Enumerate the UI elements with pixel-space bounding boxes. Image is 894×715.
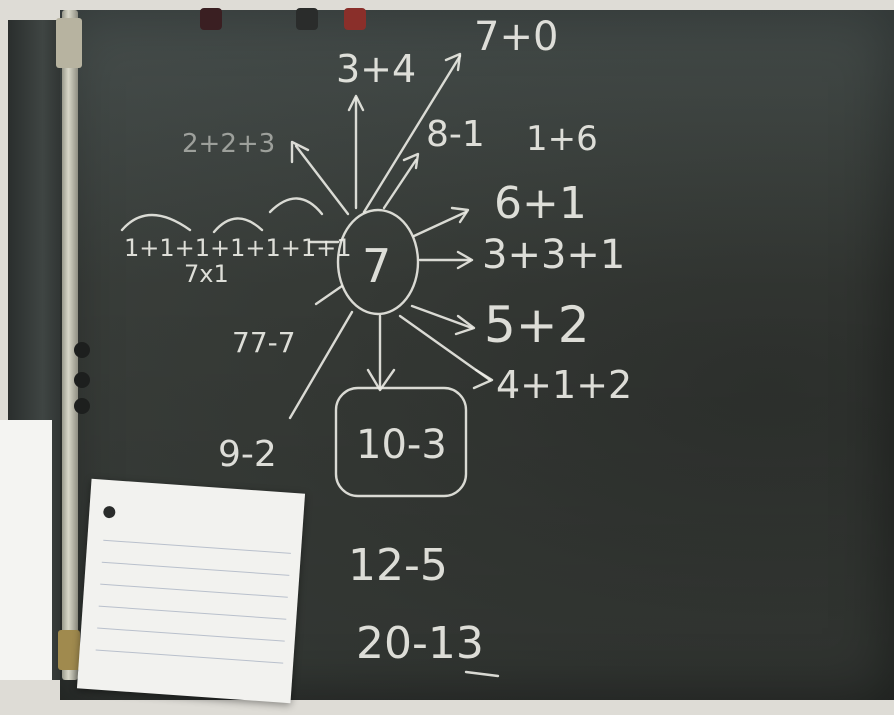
expr-2-plus-2-plus-3: 2+2+3 [182, 129, 275, 159]
expr-5-plus-2: 5+2 [484, 296, 590, 354]
hop-arc [268, 197, 324, 216]
expr-8-minus-1: 8-1 [426, 114, 485, 155]
arrow-head [472, 368, 494, 390]
expr-3-plus-3-plus-1: 3+3+1 [482, 232, 625, 278]
expr-77-minus-7: 77-7 [232, 326, 296, 359]
ray-right-3 [410, 304, 474, 330]
sun-circle [336, 208, 420, 316]
expr-9-minus-2: 9-2 [218, 434, 277, 475]
ray-short [382, 158, 418, 210]
expr-ones: 1+1+1+1+1+1+1 [124, 234, 352, 262]
ray-up-left [294, 144, 350, 216]
arrow-head [290, 140, 310, 164]
expr-3-plus-4: 3+4 [336, 47, 416, 91]
rail-clip-top [56, 18, 82, 68]
knob-3 [74, 398, 90, 414]
expr-7-times-1: 7x1 [184, 260, 229, 288]
arrow-head [444, 52, 462, 72]
expr-20-minus-13: 20-13 [356, 618, 484, 669]
hop-arc [120, 213, 192, 232]
rail-clip-bottom [58, 630, 80, 670]
knob-1 [74, 342, 90, 358]
arrow-head [450, 206, 470, 224]
magnet-top-1 [200, 8, 222, 30]
board-rail [62, 10, 78, 680]
expr-7-plus-0: 7+0 [474, 14, 558, 60]
magnet-top-3 [344, 8, 366, 30]
ray-down-left [288, 310, 354, 420]
expr-1-plus-6: 1+6 [526, 119, 598, 159]
expr-12-minus-5: 12-5 [348, 540, 448, 591]
arrow-head [454, 314, 476, 336]
highlight-box [334, 386, 468, 498]
ray-up-right [362, 54, 462, 214]
expr-4-plus-1-plus-2: 4+1+2 [496, 363, 632, 407]
chalk-strokes [120, 52, 500, 678]
expr-6-plus-1: 6+1 [494, 178, 587, 229]
arrow-head [456, 250, 474, 270]
arrow-head [366, 368, 396, 392]
arrow-head [402, 152, 420, 170]
knob-2 [74, 372, 90, 388]
hop-arc [212, 217, 264, 234]
magnet-top-2 [296, 8, 318, 30]
ray-right-1 [412, 210, 468, 238]
expr-10-minus-3: 10-3 [356, 422, 447, 468]
ray-left-low [314, 284, 344, 306]
ray-right-4 [398, 314, 492, 382]
underline [464, 670, 500, 678]
paper-sheet-left [0, 420, 52, 680]
center-number: 7 [362, 239, 391, 293]
arrow-head [347, 94, 365, 112]
